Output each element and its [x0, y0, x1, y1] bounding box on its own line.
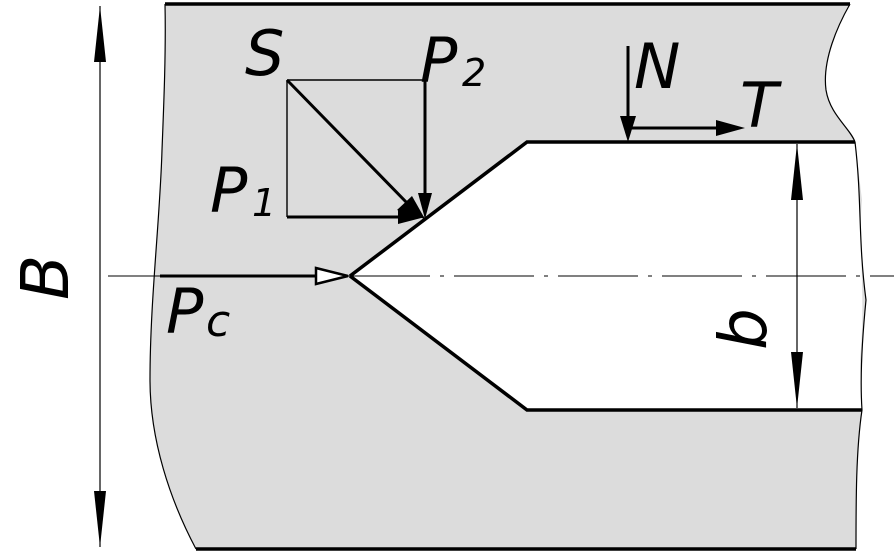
- label-b: b: [705, 308, 782, 350]
- right-break-line-lower: [854, 141, 867, 550]
- label-S: S: [245, 17, 284, 90]
- dimension-B-arrow-top: [94, 6, 106, 62]
- label-P2-subscript: 2: [462, 51, 486, 95]
- label-N: N: [634, 30, 680, 103]
- force-P2-arrowhead: [418, 193, 432, 219]
- force-S-arrowhead: [397, 196, 425, 219]
- label-P1-subscript: 1: [252, 181, 276, 225]
- force-Pc-arrowhead: [314, 266, 349, 286]
- notch-upper-edge: [348, 140, 855, 278]
- label-Pc-subscript: c: [206, 296, 230, 347]
- force-S-arrow: [285, 78, 412, 208]
- force-P1-arrowhead: [398, 210, 425, 224]
- notch-lower-edge: [348, 274, 862, 412]
- force-T-arrowhead: [716, 120, 745, 136]
- label-T: T: [740, 69, 782, 142]
- label-Pc: P: [166, 275, 204, 348]
- dimension-b-arrow-top: [791, 144, 803, 200]
- right-break-line-upper: [824, 3, 856, 143]
- label-P2: P: [420, 24, 458, 97]
- dimension-b-arrow-bottom: [791, 352, 803, 408]
- label-P1: P: [210, 154, 248, 227]
- dimension-B-arrow-bottom: [94, 491, 106, 547]
- left-break-line: [149, 3, 197, 550]
- label-B: B: [7, 255, 84, 300]
